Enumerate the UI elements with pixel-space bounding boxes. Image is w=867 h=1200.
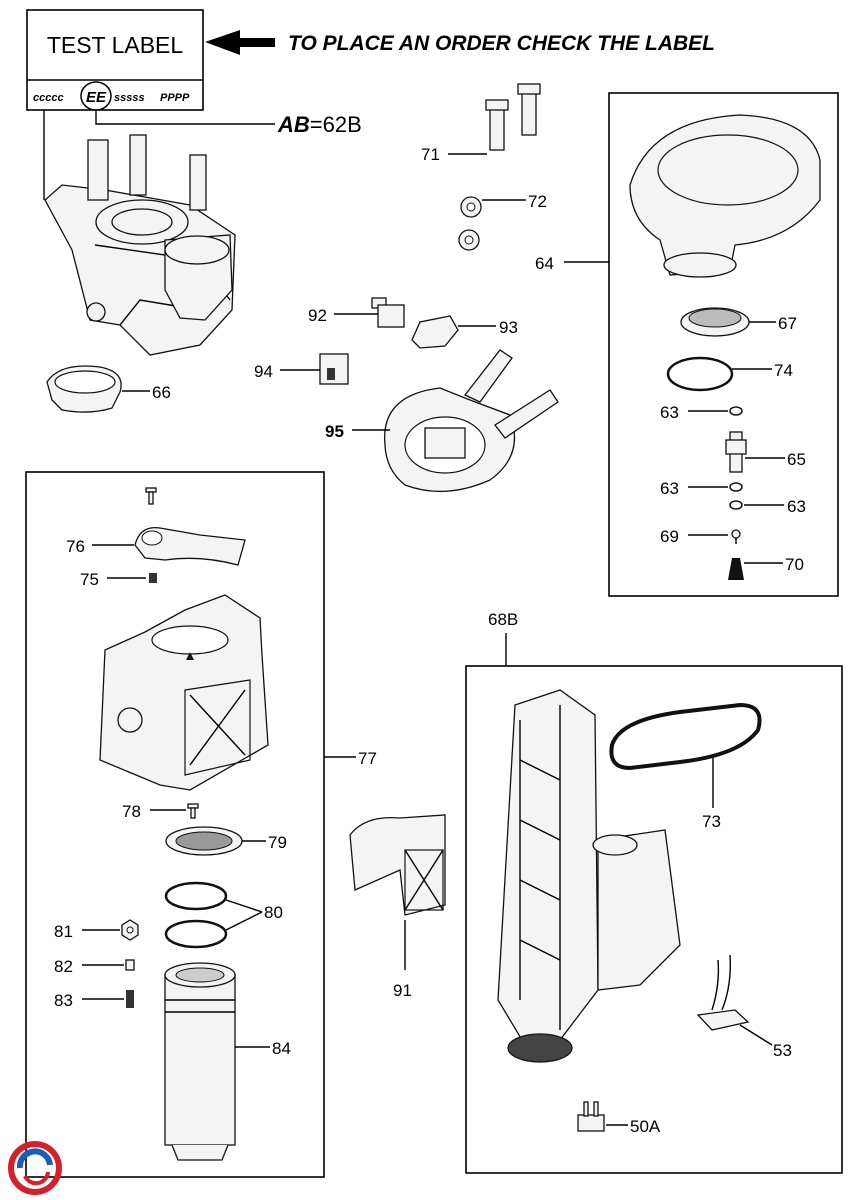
piston-84 bbox=[164, 962, 236, 1161]
ab-code: AB=62B bbox=[277, 112, 362, 137]
label-93: 93 bbox=[499, 318, 518, 337]
order-instruction: TO PLACE AN ORDER CHECK THE LABEL bbox=[288, 32, 715, 55]
o-ring-63c bbox=[729, 500, 743, 510]
label-63c: 63 bbox=[787, 497, 806, 516]
test-label-box: TEST LABEL ccccc EE sssss PPPP bbox=[26, 9, 204, 111]
label-64: 64 bbox=[535, 254, 554, 273]
cap-70 bbox=[728, 558, 744, 580]
o-ring-80a bbox=[164, 881, 228, 911]
screw-78 bbox=[187, 803, 199, 819]
group-68b-box bbox=[465, 665, 843, 1174]
connector-50a bbox=[577, 1101, 605, 1132]
brew-head-assembly bbox=[44, 134, 236, 356]
brew-unit-top bbox=[629, 114, 821, 278]
thermostat-92 bbox=[371, 297, 405, 328]
label-79: 79 bbox=[268, 833, 287, 852]
label-77: 77 bbox=[358, 749, 377, 768]
motor-gear-assembly bbox=[497, 689, 681, 1063]
label-74: 74 bbox=[774, 361, 793, 380]
belt-73 bbox=[609, 702, 762, 771]
label-75: 75 bbox=[80, 570, 99, 589]
connector-94 bbox=[319, 353, 349, 385]
arrow-left-icon bbox=[205, 30, 275, 55]
label-73: 73 bbox=[702, 812, 721, 831]
test-label-title: TEST LABEL bbox=[47, 32, 184, 58]
gear-parts bbox=[458, 196, 482, 251]
pin-75 bbox=[149, 573, 157, 583]
heater-plate-95 bbox=[383, 349, 559, 493]
screw-top bbox=[145, 487, 157, 505]
pin-69 bbox=[731, 529, 741, 544]
label-78: 78 bbox=[122, 802, 141, 821]
label-68b: 68B bbox=[488, 610, 518, 629]
label-91: 91 bbox=[393, 981, 412, 1000]
o-ring-74 bbox=[666, 356, 734, 392]
thermostat-93 bbox=[411, 315, 459, 349]
label-94: 94 bbox=[254, 362, 273, 381]
label-67: 67 bbox=[778, 314, 797, 333]
seal-part bbox=[46, 365, 122, 413]
lever-76 bbox=[134, 526, 246, 566]
filter-disc bbox=[680, 307, 750, 337]
label-80: 80 bbox=[264, 903, 283, 922]
label-84: 84 bbox=[272, 1039, 291, 1058]
label-code-left: ccccc bbox=[33, 92, 64, 104]
label-63b: 63 bbox=[660, 479, 679, 498]
ab-prefix: AB bbox=[277, 112, 310, 137]
bracket-91 bbox=[349, 814, 446, 916]
label-code-circle-text: EE bbox=[86, 89, 107, 106]
label-82: 82 bbox=[54, 957, 73, 976]
pin-82 bbox=[125, 959, 135, 971]
label-63a: 63 bbox=[660, 403, 679, 422]
group-77-box bbox=[25, 471, 325, 1178]
label-72: 72 bbox=[528, 192, 547, 211]
label-53: 53 bbox=[773, 1041, 792, 1060]
spring-83 bbox=[126, 990, 134, 1008]
label-65: 65 bbox=[787, 450, 806, 469]
brand-logo bbox=[8, 1141, 62, 1195]
label-69: 69 bbox=[660, 527, 679, 546]
label-76: 76 bbox=[66, 537, 85, 556]
filter-79 bbox=[165, 826, 243, 856]
o-ring-80b bbox=[164, 919, 228, 949]
label-70: 70 bbox=[785, 555, 804, 574]
label-81: 81 bbox=[54, 922, 73, 941]
group-64-box bbox=[608, 92, 839, 597]
valve-65 bbox=[725, 431, 747, 473]
label-66: 66 bbox=[152, 383, 171, 402]
label-50a: 50A bbox=[630, 1117, 661, 1136]
label-71: 71 bbox=[421, 145, 440, 164]
label-83: 83 bbox=[54, 991, 73, 1010]
ab-value: =62B bbox=[310, 112, 362, 137]
label-92: 92 bbox=[308, 306, 327, 325]
label-code-right: PPPP bbox=[160, 92, 190, 104]
brew-group-body bbox=[99, 594, 269, 791]
cartridge-parts bbox=[485, 83, 541, 151]
sensor-53 bbox=[696, 954, 750, 1031]
o-ring-63a bbox=[729, 406, 743, 416]
nut-81 bbox=[121, 919, 139, 941]
o-ring-63b bbox=[729, 482, 743, 492]
label-code-mid: sssss bbox=[114, 92, 145, 104]
label-95: 95 bbox=[325, 422, 344, 441]
